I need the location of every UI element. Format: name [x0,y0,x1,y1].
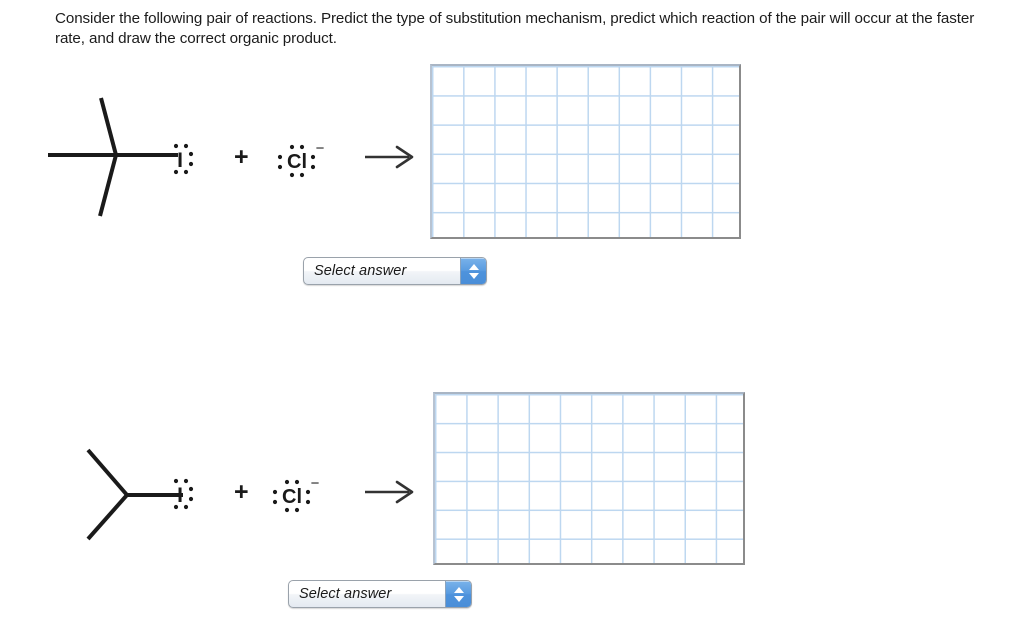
atom-label-iodine-2: I [170,475,204,515]
chloride-lewis-structure-icon: Cl − [277,140,325,178]
triangle-down-icon[interactable] [453,595,464,602]
answer-select-2-stepper[interactable] [445,581,471,607]
atom-label-chloride-2: Cl − [270,475,322,517]
chlorine-symbol: Cl [282,486,302,508]
answer-select-2[interactable]: Select answer [288,580,472,608]
triangle-up-icon[interactable] [468,263,479,270]
chlorine-symbol: Cl [287,151,307,173]
answer-select-1-value: Select answer [314,263,407,279]
reaction-arrow-2 [364,478,418,506]
answer-select-1[interactable]: Select answer [303,257,487,285]
right-arrow-icon [365,145,414,169]
triangle-up-icon[interactable] [453,586,464,593]
skeletal-structure-svg [86,448,183,541]
atom-label-chloride-1: Cl − [275,140,327,182]
reaction-arrow-1 [364,143,418,171]
product-drawing-canvas-1[interactable] [430,64,741,239]
plus-sign-2: + [234,478,249,506]
atom-label-iodine-1: I [170,140,204,180]
product-drawing-canvas-2[interactable] [433,392,745,565]
iodine-lewis-structure-icon: I [173,478,194,510]
structure-isopropyl-iodide [85,448,205,543]
iodine-symbol: I [177,149,183,172]
question-prompt: Consider the following pair of reactions… [55,10,975,47]
skeletal-structure-svg [48,97,178,217]
answer-select-1-stepper[interactable] [460,258,486,284]
structure-tert-butyl-iodide [48,90,198,225]
negative-charge-symbol: − [311,475,320,492]
iodine-symbol: I [177,484,183,507]
right-arrow-icon [365,480,414,504]
answer-select-2-value: Select answer [299,586,392,602]
chloride-lewis-structure-icon: Cl − [272,475,320,513]
triangle-down-icon[interactable] [468,272,479,279]
negative-charge-symbol: − [316,140,325,157]
plus-sign-1: + [234,143,249,171]
iodine-lewis-structure-icon: I [173,143,194,175]
